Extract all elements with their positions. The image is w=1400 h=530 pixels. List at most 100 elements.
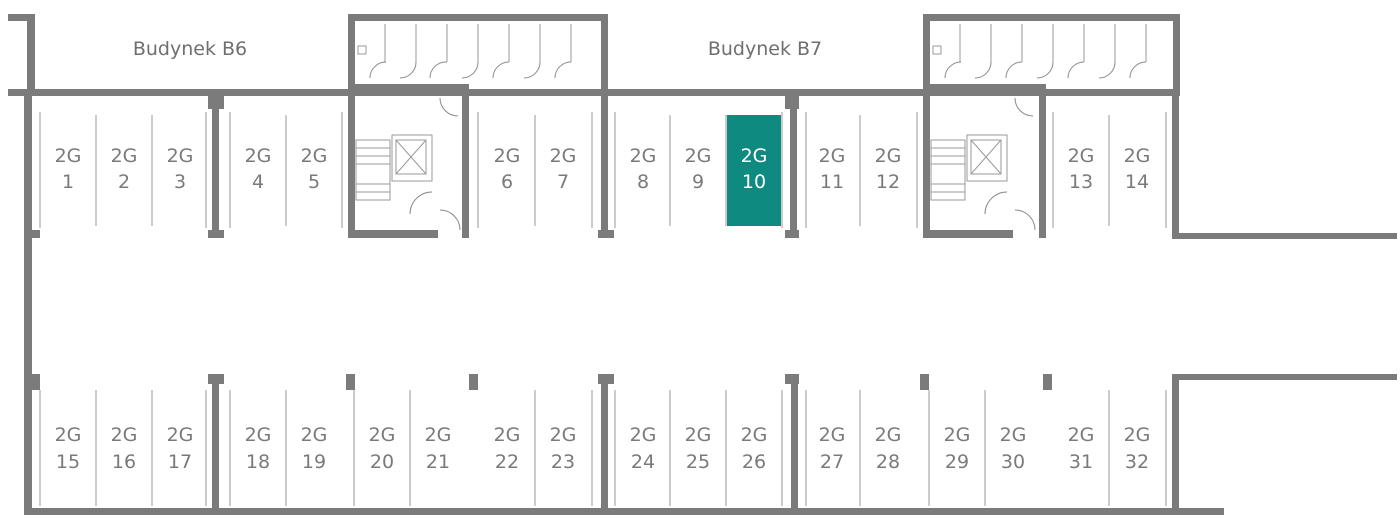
parking-spot-area[interactable]: [411, 390, 465, 506]
parking-spot-area[interactable]: [861, 390, 915, 506]
parking-spot-prefix: 2G: [630, 145, 657, 167]
parking-spot-number: 24: [631, 451, 655, 473]
parking-spot-prefix: 2G: [111, 424, 138, 446]
parking-spot-number: 4: [252, 171, 264, 193]
parking-spot-number: 9: [692, 171, 704, 193]
parking-spot-area[interactable]: [805, 390, 859, 506]
parking-spots: 2G12G22G32G42G52G62G72G82G92G102G112G122…: [41, 115, 1164, 506]
parking-spot-1[interactable]: 2G1: [41, 115, 95, 226]
parking-spot-prefix: 2G: [494, 424, 521, 446]
parking-spot-prefix: 2G: [685, 424, 712, 446]
parking-spot-prefix: 2G: [425, 424, 452, 446]
parking-spot-number: 16: [112, 451, 136, 473]
parking-spot-9[interactable]: 2G9: [671, 115, 725, 226]
parking-spot-number: 25: [686, 451, 710, 473]
parking-spot-area[interactable]: [41, 390, 95, 506]
parking-spot-number: 26: [742, 451, 766, 473]
parking-spot-number: 29: [945, 451, 969, 473]
parking-spot-number: 7: [557, 171, 569, 193]
parking-spot-prefix: 2G: [494, 145, 521, 167]
parking-spot-number: 14: [1125, 171, 1149, 193]
b6-core-details: [355, 24, 572, 231]
parking-spot-3[interactable]: 2G3: [153, 115, 207, 226]
parking-spot-prefix: 2G: [167, 145, 194, 167]
parking-spot-prefix: 2G: [819, 424, 846, 446]
parking-spot-area[interactable]: [355, 390, 409, 506]
parking-spot-prefix: 2G: [1124, 145, 1151, 167]
parking-spot-prefix: 2G: [741, 424, 768, 446]
parking-spot-number: 20: [370, 451, 394, 473]
parking-spot-prefix: 2G: [741, 145, 768, 167]
parking-spot-8[interactable]: 2G8: [616, 115, 670, 226]
parking-spot-area[interactable]: [727, 115, 781, 226]
parking-spot-4[interactable]: 2G4: [231, 115, 285, 226]
building-label-b6: Budynek B6: [133, 38, 247, 60]
parking-spot-number: 5: [308, 171, 320, 193]
parking-spot-number: 2: [118, 171, 130, 193]
parking-spot-number: 12: [876, 171, 900, 193]
parking-spot-prefix: 2G: [550, 424, 577, 446]
parking-spot-number: 1: [62, 171, 74, 193]
parking-spot-number: 8: [637, 171, 649, 193]
parking-spot-prefix: 2G: [301, 424, 328, 446]
parking-spot-area[interactable]: [153, 390, 207, 506]
b7-core-details: [930, 24, 1147, 231]
parking-spot-area[interactable]: [536, 390, 590, 506]
parking-spot-area[interactable]: [287, 390, 341, 506]
parking-spot-area[interactable]: [97, 390, 151, 506]
parking-spot-area[interactable]: [986, 390, 1040, 506]
parking-spot-number: 13: [1069, 171, 1093, 193]
parking-spot-number: 30: [1001, 451, 1025, 473]
parking-spot-number: 22: [495, 451, 519, 473]
parking-spot-area[interactable]: [231, 390, 285, 506]
parking-spot-7[interactable]: 2G7: [536, 115, 590, 226]
parking-spot-number: 31: [1069, 451, 1093, 473]
parking-spot-prefix: 2G: [1068, 424, 1095, 446]
parking-spot-prefix: 2G: [1000, 424, 1027, 446]
parking-spot-area[interactable]: [616, 390, 670, 506]
parking-spot-prefix: 2G: [245, 424, 272, 446]
parking-spot-number: 21: [426, 451, 450, 473]
parking-spot-prefix: 2G: [875, 424, 902, 446]
parking-spot-area[interactable]: [1110, 390, 1164, 506]
parking-spot-5[interactable]: 2G5: [287, 115, 341, 226]
parking-spot-number: 11: [820, 171, 844, 193]
parking-spot-number: 15: [56, 451, 80, 473]
parking-spot-number: 19: [302, 451, 326, 473]
parking-spot-area[interactable]: [480, 390, 534, 506]
parking-spot-number: 23: [551, 451, 575, 473]
parking-spot-number: 28: [876, 451, 900, 473]
parking-spot-number: 3: [174, 171, 186, 193]
parking-spot-area[interactable]: [671, 390, 725, 506]
parking-spot-area[interactable]: [1054, 390, 1108, 506]
parking-spot-area[interactable]: [930, 390, 984, 506]
parking-spot-6[interactable]: 2G6: [480, 115, 534, 226]
parking-spot-number: 27: [820, 451, 844, 473]
parking-spot-number: 18: [246, 451, 270, 473]
parking-spot-area[interactable]: [727, 390, 781, 506]
parking-spot-2[interactable]: 2G2: [97, 115, 151, 226]
